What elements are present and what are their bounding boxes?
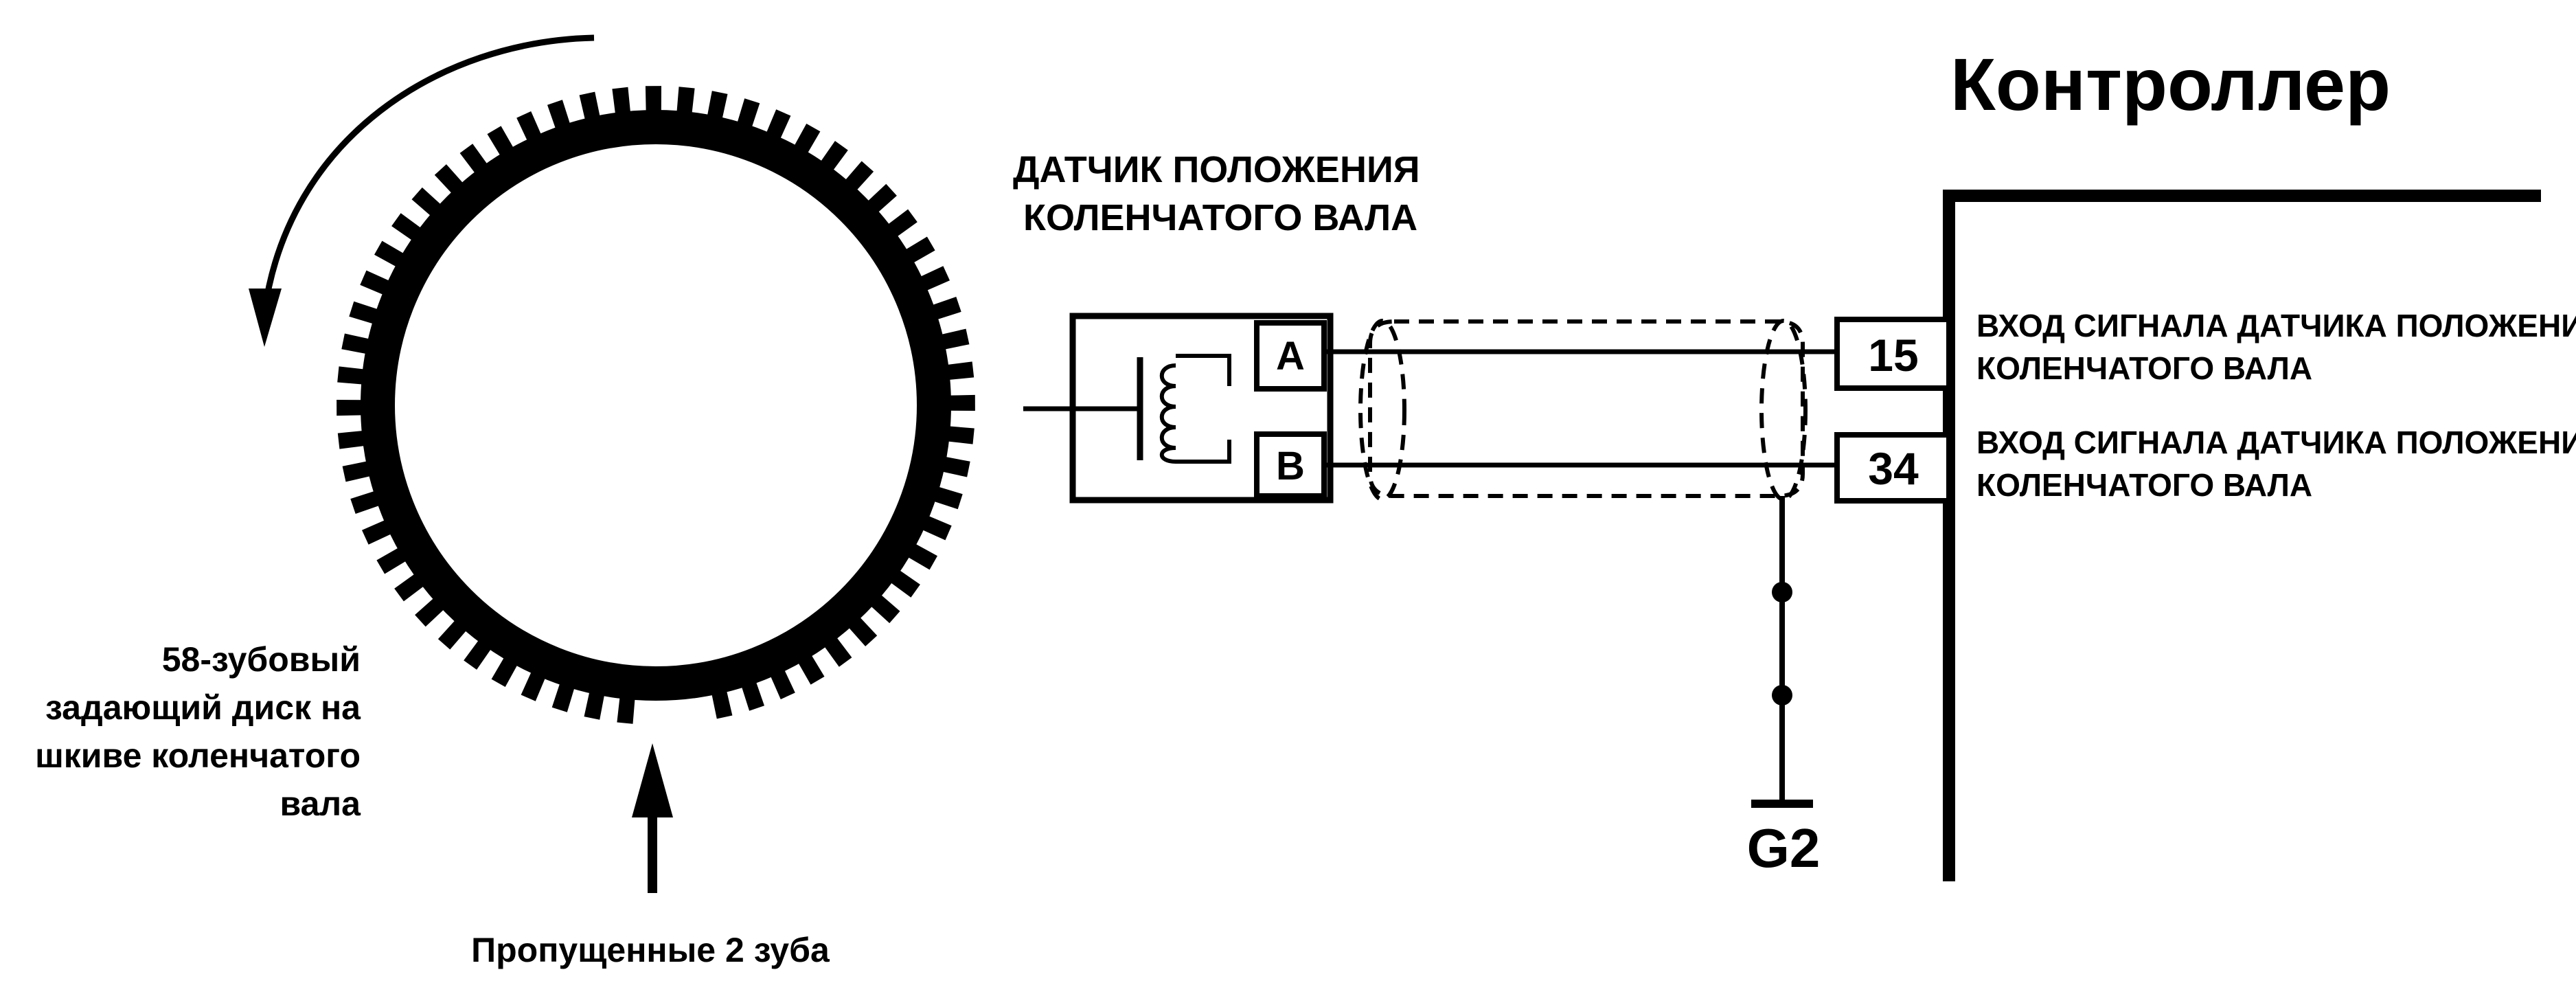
disc-tooth xyxy=(935,328,970,351)
disc-tooth xyxy=(883,209,917,240)
disc-tooth xyxy=(928,485,963,510)
disc-tooth xyxy=(937,455,970,477)
disc-tooth xyxy=(706,91,728,124)
disc-tooth xyxy=(491,652,521,687)
disc-tooth xyxy=(362,517,397,545)
disc-tooth xyxy=(337,366,370,385)
toothed-reluctor-disc xyxy=(337,86,975,724)
disc-tooth xyxy=(547,100,572,135)
disc-tooth xyxy=(944,394,975,411)
junction-dot xyxy=(1772,685,1792,705)
disc-tooth xyxy=(341,333,375,355)
controller-pin-34: 34 xyxy=(1834,432,1952,504)
sensor-title-line-2: КОЛЕНЧАТОГО ВАЛА xyxy=(1023,197,1417,238)
disc-caption-line-4: вала xyxy=(280,784,362,823)
disc-tooth xyxy=(342,460,376,482)
disc-tooth xyxy=(863,183,897,216)
ground-label: G2 xyxy=(1747,817,1821,879)
disc-tooth xyxy=(768,664,795,699)
disc-ring xyxy=(361,110,951,701)
ground-wire xyxy=(1751,496,1813,808)
disc-tooth xyxy=(817,141,848,175)
sensor-title: ДАТЧИК ПОЛОЖЕНИЯ КОЛЕНЧАТОГО ВАЛА xyxy=(1013,149,1420,238)
pin-34-desc-line-1: ВХОД СИГНАЛА ДАТЧИКА ПОЛОЖЕНИЯ xyxy=(1976,425,2576,460)
disc-teeth xyxy=(337,86,975,724)
disc-tooth xyxy=(434,164,467,198)
controller-housing xyxy=(1943,190,2541,881)
disc-tooth xyxy=(791,124,821,159)
pin-15-desc-line-2: КОЛЕНЧАТОГО ВАЛА xyxy=(1976,350,2312,386)
disc-tooth xyxy=(350,489,385,514)
disc-tooth xyxy=(764,109,791,144)
disc-tooth xyxy=(584,686,606,720)
disc-caption: 58-зубовый задающий диск на шкиве коленч… xyxy=(35,640,361,823)
disc-tooth xyxy=(917,513,952,541)
disc-tooth xyxy=(900,236,935,266)
crankshaft-position-sensor: A B xyxy=(1023,313,1334,504)
disc-tooth xyxy=(710,685,733,719)
disc-tooth xyxy=(579,91,602,126)
disc-tooth xyxy=(376,545,411,574)
terminal-a-label: A xyxy=(1276,334,1305,379)
disc-tooth xyxy=(349,301,383,326)
pin-15-number: 15 xyxy=(1868,330,1918,381)
coil-icon xyxy=(1159,354,1231,464)
disc-tooth xyxy=(736,98,760,133)
disc-tooth xyxy=(795,650,825,685)
disc-caption-line-1: 58-зубовый xyxy=(162,640,361,679)
missing-teeth-arrow xyxy=(632,743,673,893)
disc-tooth xyxy=(464,635,494,670)
disc-tooth xyxy=(360,270,395,297)
disc-tooth xyxy=(845,613,878,646)
disc-tooth xyxy=(676,87,695,120)
disc-tooth xyxy=(415,594,448,627)
disc-tooth xyxy=(821,633,852,667)
disc-tooth xyxy=(740,676,764,711)
disc-tooth xyxy=(926,297,961,321)
disc-tooth xyxy=(645,86,661,117)
disc-caption-line-2: задающий диск на xyxy=(45,688,361,727)
signal-wires xyxy=(1324,349,1837,468)
disc-tooth xyxy=(612,87,631,120)
pin-34-number: 34 xyxy=(1868,443,1919,494)
cable-shield xyxy=(1358,319,1808,501)
disc-tooth xyxy=(915,266,950,293)
disc-tooth xyxy=(942,425,974,444)
controller-pin-15: 15 xyxy=(1834,317,1952,391)
disc-tooth xyxy=(337,430,370,449)
disc-tooth xyxy=(516,111,544,146)
disc-tooth xyxy=(617,691,636,724)
disc-tooth xyxy=(551,678,576,712)
disc-caption-line-3: шкиве коленчатого xyxy=(35,736,361,775)
controller-title: Контроллер xyxy=(1950,43,2391,126)
disc-tooth xyxy=(487,126,516,161)
disc-tooth xyxy=(337,400,368,416)
missing-teeth-caption: Пропущенные 2 зуба xyxy=(471,931,830,969)
disc-tooth xyxy=(391,213,426,244)
disc-tooth xyxy=(394,570,429,602)
disc-tooth xyxy=(841,161,874,195)
pin-15-description: ВХОД СИГНАЛА ДАТЧИКА ПОЛОЖЕНИЯ КОЛЕНЧАТО… xyxy=(1976,308,2576,386)
rotation-arrow xyxy=(249,34,595,347)
disc-tooth xyxy=(521,666,548,701)
junction-dot xyxy=(1772,582,1792,602)
pin-34-description: ВХОД СИГНАЛА ДАТЧИКА ПОЛОЖЕНИЯ КОЛЕНЧАТО… xyxy=(1976,425,2576,503)
sensor-title-line-1: ДАТЧИК ПОЛОЖЕНИЯ xyxy=(1013,149,1420,190)
disc-tooth xyxy=(411,187,446,220)
terminal-b: B xyxy=(1254,431,1327,499)
disc-tooth xyxy=(942,361,974,381)
pin-15-desc-line-1: ВХОД СИГНАЛА ДАТЧИКА ПОЛОЖЕНИЯ xyxy=(1976,308,2576,343)
disc-tooth xyxy=(374,240,409,270)
terminal-a: A xyxy=(1254,320,1327,392)
disc-tooth xyxy=(886,567,920,598)
disc-tooth xyxy=(437,616,470,650)
pin-34-desc-line-2: КОЛЕНЧАТОГО ВАЛА xyxy=(1976,467,2312,503)
disc-tooth xyxy=(459,144,491,178)
disc-tooth xyxy=(866,591,900,624)
terminal-b-label: B xyxy=(1276,444,1305,488)
disc-tooth xyxy=(902,541,937,570)
